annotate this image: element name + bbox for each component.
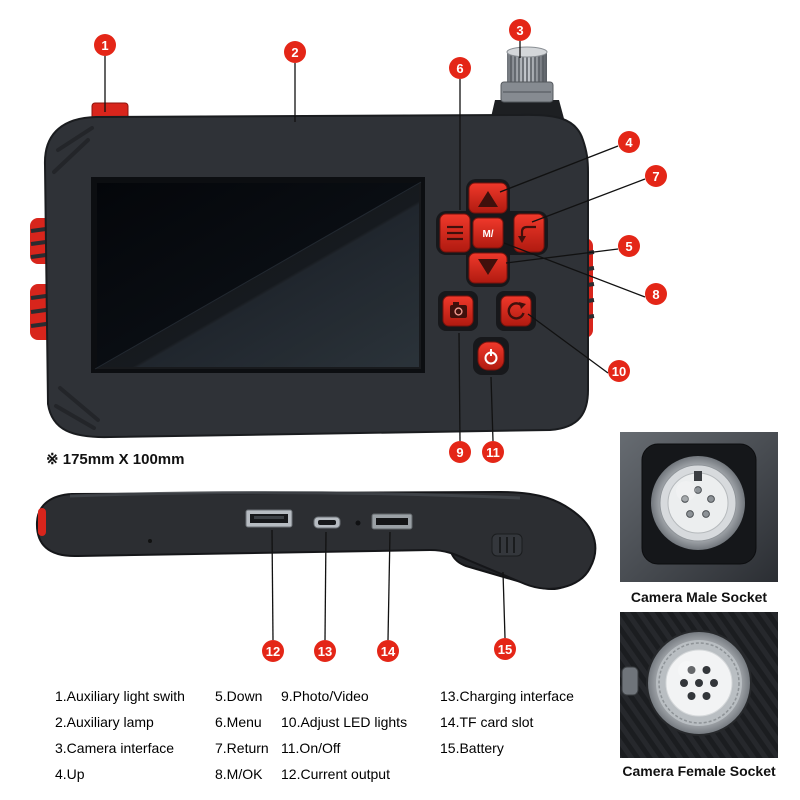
- return-icon: [520, 225, 536, 238]
- callout-3: 3: [509, 19, 531, 41]
- legend-column-2: 5.Down 6.Menu 7.Return 8.M/OK: [215, 683, 269, 787]
- side-body: [35, 490, 597, 590]
- battery-clip: [491, 533, 523, 557]
- device-side-view: [35, 490, 597, 590]
- legend-item: 9.Photo/Video: [281, 688, 369, 704]
- power-icon: [484, 349, 498, 365]
- male-socket-pins: [681, 486, 715, 518]
- callout-9: 9: [449, 441, 471, 463]
- callout-5: 5: [618, 235, 640, 257]
- legend-item: 1.Auxiliary light swith: [55, 688, 185, 704]
- legend-item: 10.Adjust LED lights: [281, 714, 408, 730]
- legend-column-1: 1.Auxiliary light swith 2.Auxiliary lamp…: [55, 683, 185, 787]
- tf-card-slot: [371, 513, 413, 530]
- mok-button-label: M/: [482, 229, 493, 240]
- body-ridges: [52, 126, 100, 430]
- usb-output-port: [245, 509, 293, 528]
- callout-14: 14: [377, 640, 399, 662]
- legend-item: 8.M/OK: [215, 766, 263, 782]
- legend-item: 15.Battery: [440, 740, 504, 756]
- callout-1: 1: [94, 34, 116, 56]
- socket-key-notch: [694, 471, 702, 481]
- down-arrow-icon: [478, 259, 498, 275]
- dimension-note: ※ 175mm X 100mm: [46, 451, 185, 468]
- camera-icon: [450, 302, 467, 318]
- pinhole: [355, 520, 361, 526]
- legend-item: 7.Return: [215, 740, 269, 756]
- male-socket-caption: Camera Male Socket: [630, 589, 768, 605]
- legend-column-3: 9.Photo/Video 10.Adjust LED lights 11.On…: [281, 683, 407, 787]
- leader-lines: [104, 41, 646, 641]
- mok-button: M/: [472, 217, 504, 249]
- up-button: [468, 182, 508, 214]
- dpad-cluster: M/: [436, 179, 548, 287]
- callout-7: 7: [645, 165, 667, 187]
- screen: [91, 177, 425, 373]
- callout-6: 6: [449, 57, 471, 79]
- legend-item: 12.Current output: [281, 766, 390, 782]
- menu-button: [439, 213, 471, 253]
- legend-item: 13.Charging interface: [440, 688, 574, 704]
- callout-2: 2: [284, 41, 306, 63]
- callout-13: 13: [314, 640, 336, 662]
- callout-12: 12: [262, 640, 284, 662]
- legend: 1.Auxiliary light swith 2.Auxiliary lamp…: [0, 683, 620, 793]
- led-adjust-button: [496, 291, 536, 331]
- charging-port: [313, 516, 341, 529]
- power-button: [473, 337, 509, 375]
- legend-column-4: 13.Charging interface 14.TF card slot 15…: [440, 683, 574, 761]
- side-screw-hole: [148, 539, 152, 543]
- legend-item: 14.TF card slot: [440, 714, 534, 730]
- device-front-view: M/: [30, 46, 595, 439]
- callout-4: 4: [618, 131, 640, 153]
- camera-male-socket-photo: [620, 432, 778, 582]
- callout-11: 11: [482, 441, 504, 463]
- legend-item: 6.Menu: [215, 714, 262, 730]
- female-socket-caption: Camera Female Socket: [622, 763, 776, 779]
- callout-15: 15: [494, 638, 516, 660]
- side-red-edge: [38, 508, 46, 536]
- socket-side-tab: [621, 666, 639, 696]
- side-top-highlight: [69, 490, 521, 500]
- return-arrowhead-icon: [518, 236, 526, 243]
- callout-8: 8: [645, 283, 667, 305]
- up-arrow-icon: [478, 191, 498, 207]
- legend-item: 11.On/Off: [281, 740, 341, 756]
- legend-item: 4.Up: [55, 766, 85, 782]
- legend-item: 5.Down: [215, 688, 263, 704]
- photo-video-button: [438, 291, 478, 331]
- led-adjust-icon: [507, 302, 526, 320]
- callout-10: 10: [608, 360, 630, 382]
- legend-item: 3.Camera interface: [55, 740, 175, 756]
- legend-item: 2.Auxiliary lamp: [55, 714, 154, 730]
- menu-icon: [447, 225, 463, 241]
- female-socket-holes: [680, 666, 718, 700]
- down-button: [468, 252, 508, 284]
- camera-female-socket-photo: [620, 612, 778, 758]
